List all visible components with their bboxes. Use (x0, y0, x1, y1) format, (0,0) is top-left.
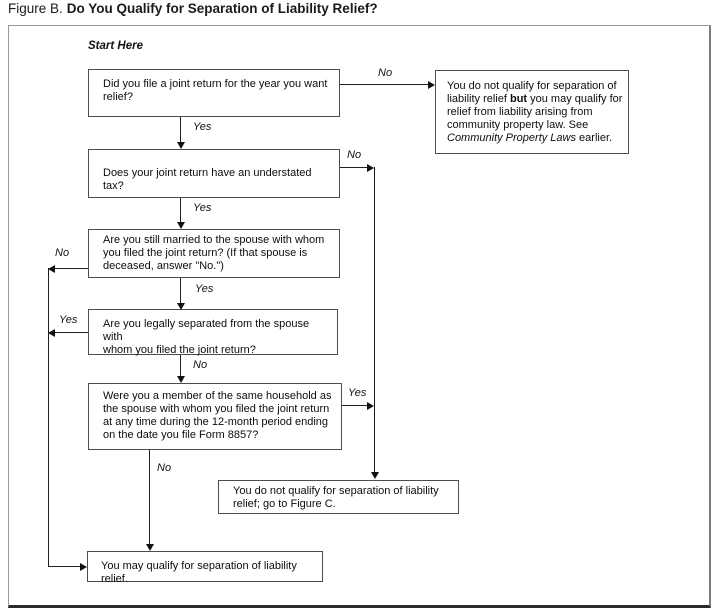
arrow-down-icon (371, 472, 379, 479)
arrow-down-icon (177, 142, 185, 149)
connector-q1-no (340, 84, 428, 85)
connector-q1-yes (180, 117, 181, 142)
edge-label-q5-yes: Yes (348, 387, 367, 399)
edge-label-q4-yes: Yes (59, 314, 78, 326)
node-community-property-result: You do not qualify for separation of lia… (435, 70, 629, 154)
arrow-right-icon (428, 81, 435, 89)
node-legally-separated-question: Are you legally separated from the spous… (88, 309, 338, 356)
node-may-qualify-result: You may qualify for separation of liabil… (87, 551, 323, 585)
edge-label-q4-no: No (193, 359, 208, 371)
edge-label-q5-no: No (157, 462, 172, 474)
node-joint-return-question: Did you file a joint return for the year… (88, 69, 340, 117)
arrow-down-icon (177, 376, 185, 383)
connector-left-rail (48, 268, 49, 567)
start-here-label: Start Here (88, 40, 143, 52)
arrow-left-icon (48, 329, 55, 337)
connector-q3-no (55, 268, 88, 269)
arrow-right-icon (80, 563, 87, 571)
connector-right-rail (374, 167, 375, 472)
node-understated-tax-question: Does your joint return have an understat… (88, 149, 340, 198)
connector-q2-no (340, 167, 367, 168)
figure-title: Do You Qualify for Separation of Liabili… (66, 1, 378, 16)
edge-label-q3-yes: Yes (195, 283, 214, 295)
connector-q5-yes (342, 405, 367, 406)
arrow-left-icon (48, 265, 55, 273)
connector-q2-yes (180, 198, 181, 222)
edge-label-q2-yes: Yes (193, 202, 212, 214)
connector-left-rail-bottom (48, 566, 80, 567)
arrow-down-icon (177, 222, 185, 229)
arrow-down-icon (177, 303, 185, 310)
node-still-married-question: Are you still married to the spouse with… (88, 229, 340, 278)
figure-label: Figure B. (8, 1, 63, 16)
connector-q3-yes (180, 278, 181, 303)
flowchart-frame (8, 25, 711, 608)
arrow-down-icon (146, 544, 154, 551)
node-figure-c-result: You do not qualify for separation of lia… (218, 480, 459, 514)
edge-label-q1-yes: Yes (193, 121, 212, 133)
arrow-right-icon (367, 164, 374, 172)
edge-label-q1-no: No (378, 67, 393, 79)
edge-label-q3-no: No (55, 247, 70, 259)
connector-q5-no (149, 450, 150, 544)
page-title: Figure B.Do You Qualify for Separation o… (8, 1, 378, 16)
node-same-household-question: Were you a member of the same household … (88, 383, 342, 450)
connector-q4-yes (55, 332, 88, 333)
edge-label-q2-no: No (347, 149, 362, 161)
connector-q4-no (180, 355, 181, 376)
arrow-right-icon (367, 402, 374, 410)
